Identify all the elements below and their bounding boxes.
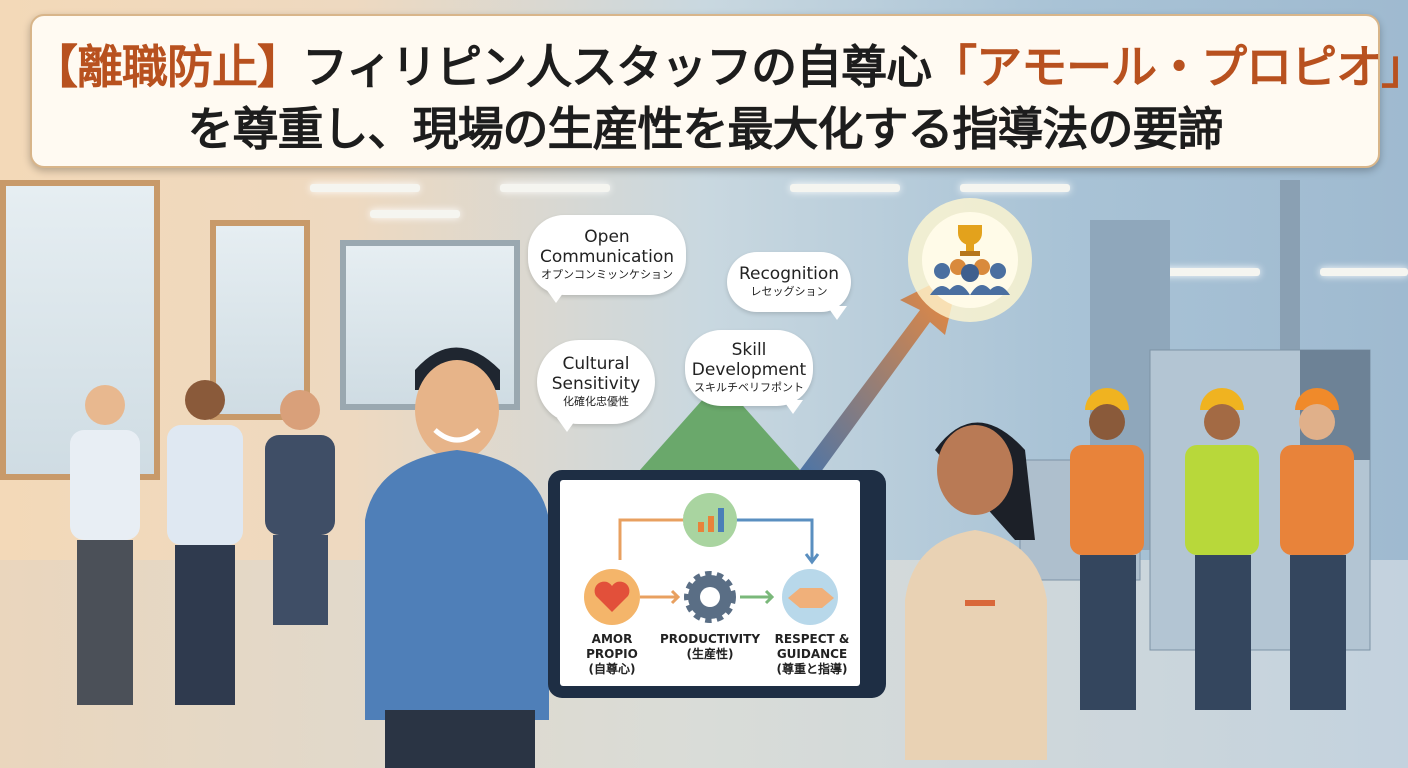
growth-arrow bbox=[640, 270, 960, 480]
title-line-2: を尊重し、現場の生産性を最大化する指導法の要諦 bbox=[187, 102, 1224, 156]
ceiling-light bbox=[1320, 268, 1408, 276]
ceiling-light bbox=[960, 184, 1070, 192]
title-main: フィリピン人スタッフの自尊心 bbox=[302, 40, 932, 94]
productivity-label: PRODUCTIVITY(生産性) bbox=[660, 632, 761, 661]
bubble-subtitle: スキルチベリフポント bbox=[694, 381, 804, 394]
handshake-icon bbox=[788, 588, 834, 608]
bubble-tail bbox=[557, 418, 577, 432]
ceiling-light bbox=[790, 184, 900, 192]
bubble-tail bbox=[783, 400, 803, 414]
bubble-subtitle: オプンコンミッンケション bbox=[541, 268, 673, 281]
respect-guidance-label: RESPECT &GUIDANCE(尊重と指導) bbox=[774, 632, 850, 676]
bubble-subtitle: 化確化忠優性 bbox=[563, 395, 629, 408]
ceiling-light bbox=[310, 184, 420, 192]
flow-diagram bbox=[584, 493, 838, 625]
title-tag: 【離職防止】 bbox=[32, 40, 303, 94]
ceiling-light bbox=[370, 210, 460, 218]
heart-icon bbox=[594, 581, 630, 612]
office-staff-group bbox=[70, 380, 335, 705]
bubble-title: Recognition bbox=[738, 264, 840, 284]
manager-character bbox=[365, 347, 549, 768]
speech-bubble-recognition: Recognition レセッグション bbox=[727, 252, 851, 320]
team-trophy-icon bbox=[908, 198, 1032, 322]
bubble-tail bbox=[827, 306, 847, 320]
factory-workers-group bbox=[1070, 388, 1354, 710]
ceiling-light bbox=[1150, 268, 1260, 276]
bubble-title: Cultural bbox=[562, 354, 630, 374]
title-banner: 【離職防止】フィリピン人スタッフの自尊心「アモール・プロピオ」 を尊重し、現場の… bbox=[30, 14, 1408, 168]
ceiling-light bbox=[500, 184, 610, 192]
bubble-title: Communication bbox=[540, 247, 674, 267]
office-window bbox=[0, 180, 160, 480]
staff-character bbox=[905, 422, 1047, 760]
speech-bubble-skill-development: Skill Development スキルチベリフポント bbox=[685, 330, 813, 414]
speech-bubble-cultural-sensitivity: Cultural Sensitivity 化確化忠優性 bbox=[537, 340, 655, 432]
title-line-1: 【離職防止】フィリピン人スタッフの自尊心「アモール・プロピオ」 bbox=[32, 36, 1408, 98]
title-keyword: 「アモール・プロピオ」 bbox=[931, 40, 1408, 94]
bubble-subtitle: レセッグション bbox=[750, 285, 828, 298]
chart-icon bbox=[698, 522, 704, 532]
bubble-title: Sensitivity bbox=[551, 374, 641, 394]
bubble-tail bbox=[546, 289, 566, 303]
office-window bbox=[210, 220, 310, 420]
bubble-title: Open bbox=[584, 227, 630, 247]
speech-bubble-open-communication: Open Communication オプンコンミッンケション bbox=[528, 215, 686, 303]
bubble-title: Development bbox=[691, 360, 807, 380]
bubble-title: Skill bbox=[731, 340, 767, 360]
